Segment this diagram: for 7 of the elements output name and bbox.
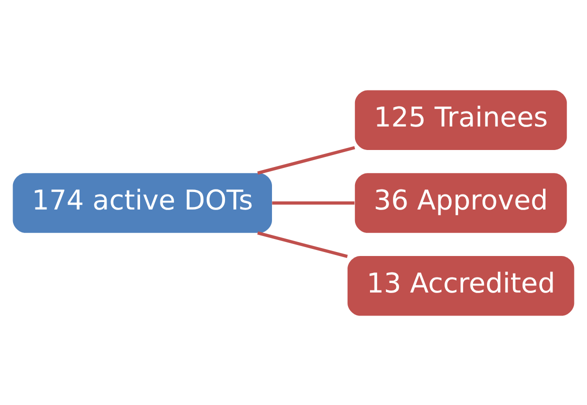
connector	[257, 146, 356, 174]
node-box: 13 Accredited	[348, 256, 574, 316]
node-box: 174 active DOTs	[12, 172, 272, 232]
connector	[272, 200, 354, 204]
connector	[257, 230, 348, 258]
node-box: 36 Approved	[354, 172, 567, 232]
node-box: 125 Trainees	[354, 90, 567, 150]
